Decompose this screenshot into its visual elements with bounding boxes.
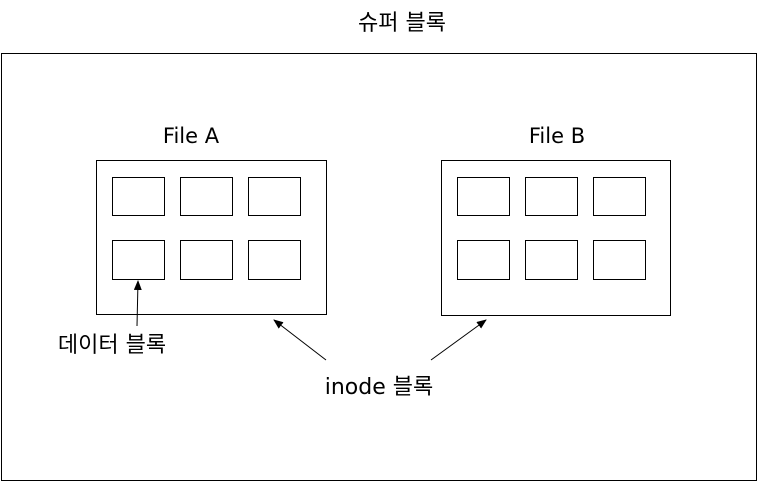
file-a-title: File A <box>163 124 220 148</box>
file-b-block-3 <box>593 177 646 216</box>
file-b-data-blocks <box>457 177 646 280</box>
file-a-inode-box <box>96 160 327 315</box>
file-b-inode-box <box>441 160 671 316</box>
file-b-block-2 <box>525 177 578 216</box>
file-b-block-1 <box>457 177 510 216</box>
file-a-block-5 <box>180 240 233 280</box>
superblock-title: 슈퍼 블록 <box>358 11 446 36</box>
superblock-frame <box>1 53 757 481</box>
file-b-block-4 <box>457 240 510 280</box>
file-a-block-1 <box>112 177 165 216</box>
file-b-block-5 <box>525 240 578 280</box>
file-b-title: File B <box>529 124 585 148</box>
file-a-block-6 <box>248 240 301 280</box>
file-a-block-2 <box>180 177 233 216</box>
file-a-data-blocks <box>112 177 301 280</box>
file-b-block-6 <box>593 240 646 280</box>
data-block-label: 데이터 블록 <box>58 333 166 358</box>
file-a-block-3 <box>248 177 301 216</box>
data-block-arrow <box>133 280 142 327</box>
inode-arrow-b <box>430 319 487 361</box>
inode-block-label: inode 블록 <box>325 375 434 400</box>
file-a-block-4 <box>112 240 165 280</box>
inode-arrow-a <box>273 319 327 361</box>
